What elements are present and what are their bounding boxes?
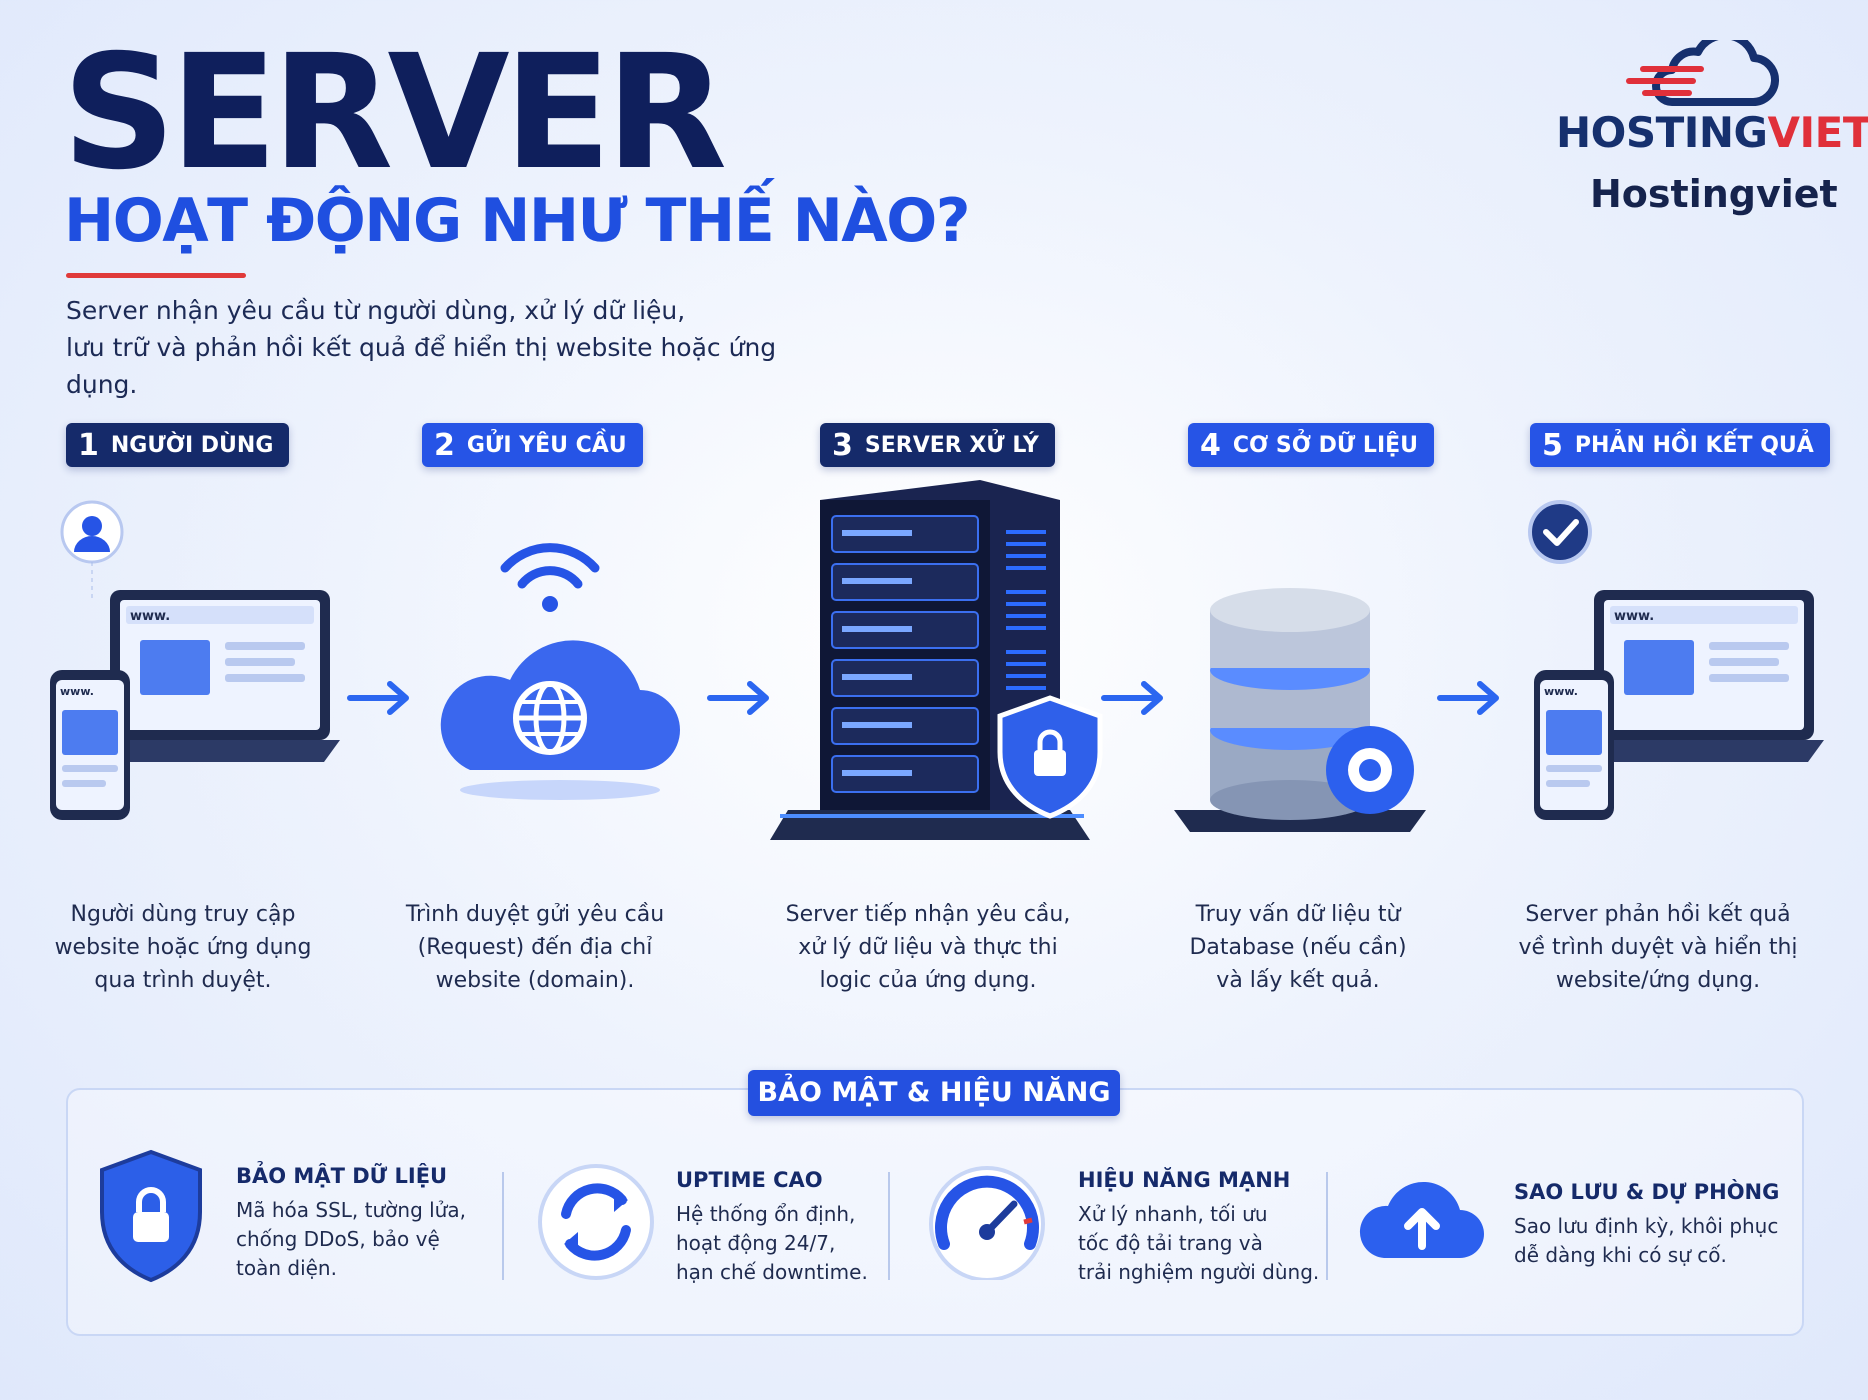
step-number: 2 — [434, 427, 455, 463]
feature-text-1: Mã hóa SSL, tường lửa, chống DDoS, bảo v… — [236, 1196, 466, 1283]
arrow-right-icon — [1437, 681, 1499, 715]
step-description-line: xử lý dữ liệu và thực thi — [798, 935, 1058, 960]
feature-text-line: hạn chế downtime. — [676, 1260, 868, 1284]
gear-icon — [1326, 726, 1414, 814]
step-description-2: Trình duyệt gửi yêu cầu (Request) đến đị… — [385, 898, 685, 997]
devices-check-icon: www. www. — [1528, 500, 1824, 820]
features-panel-title: BẢO MẬT & HIỆU NĂNG — [748, 1070, 1120, 1116]
step-label-2: 2 GỬI YÊU CẦU — [422, 423, 643, 467]
step-description-line: Trình duyệt gửi yêu cầu — [405, 902, 665, 927]
arrow-right-icon — [347, 681, 409, 715]
feature-divider — [1326, 1172, 1328, 1280]
step-number: 3 — [832, 427, 853, 463]
step-description-line: Server phản hồi kết quả — [1525, 902, 1791, 927]
feature-title-2: UPTIME CAO — [676, 1168, 823, 1192]
feature-text-4: Sao lưu định kỳ, khôi phục dễ dàng khi c… — [1514, 1212, 1778, 1270]
step-title: SERVER XỬ LÝ — [864, 432, 1039, 458]
page-title: SERVER — [62, 21, 727, 205]
feature-text-2: Hệ thống ổn định, hoạt động 24/7, hạn ch… — [676, 1200, 868, 1287]
step-description-line: Server tiếp nhận yêu cầu, — [785, 902, 1071, 927]
step-description-4: Truy vấn dữ liệu từ Database (nếu cần) v… — [1148, 898, 1448, 997]
phone-url-text: www. — [1544, 685, 1578, 698]
feature-text-line: Xử lý nhanh, tối ưu — [1078, 1202, 1268, 1226]
server-rack-icon — [770, 480, 1103, 840]
feature-text-line: Hệ thống ổn định, — [676, 1202, 856, 1226]
feature-divider — [502, 1172, 504, 1280]
feature-text-line: tốc độ tải trang và — [1078, 1231, 1263, 1255]
step-title: PHẢN HỒI KẾT QUẢ — [1574, 432, 1814, 458]
cloud-globe-icon — [440, 543, 680, 800]
step-description-line: Database (nếu cần) — [1189, 935, 1407, 960]
shield-lock-icon — [100, 1149, 202, 1283]
feature-title-1: BẢO MẬT DỮ LIỆU — [236, 1164, 448, 1188]
cloud-logo-icon — [1626, 40, 1779, 106]
arrow-right-icon — [1101, 681, 1163, 715]
brand-logo-main: HOSTING — [1556, 108, 1768, 157]
wifi-icon — [500, 543, 600, 589]
step-number: 5 — [1542, 427, 1563, 463]
step-label-1: 1 NGƯỜI DÙNG — [66, 423, 290, 467]
step-description-line: logic của ứng dụng. — [819, 968, 1037, 993]
brand-logo-text: HOSTINGVIET — [1556, 108, 1868, 157]
feature-text-line: toàn diện. — [236, 1256, 337, 1280]
step-description-line: Truy vấn dữ liệu từ — [1195, 902, 1401, 927]
step-description-line: website hoặc ứng dụng — [54, 935, 312, 960]
step-title: NGƯỜI DÙNG — [110, 432, 274, 458]
step-description-line: website/ứng dụng. — [1555, 968, 1761, 993]
step-number: 1 — [78, 427, 99, 463]
browser-url-text: www. — [130, 609, 170, 624]
step-description-1: Người dùng truy cập website hoặc ứng dụn… — [33, 898, 333, 997]
step-description-line: và lấy kết quả. — [1216, 968, 1380, 993]
step-number: 4 — [1200, 427, 1221, 463]
feature-text-line: chống DDoS, bảo vệ — [236, 1227, 440, 1251]
step-title: GỬI YÊU CẦU — [466, 432, 627, 458]
intro-line-1: Server nhận yêu cầu từ người dùng, xử lý… — [66, 296, 686, 325]
browser-url-text: www. — [1614, 609, 1654, 624]
step-label-5: 5 PHẢN HỒI KẾT QUẢ — [1530, 423, 1830, 467]
title-underline — [66, 273, 246, 278]
arrow-right-icon — [707, 681, 769, 715]
page-subtitle: HOẠT ĐỘNG NHƯ THẾ NÀO? — [64, 186, 971, 256]
step-title: CƠ SỞ DỮ LIỆU — [1232, 432, 1419, 458]
step-description-line: (Request) đến địa chỉ — [417, 935, 653, 960]
feature-text-line: dễ dàng khi có sự cố. — [1514, 1243, 1727, 1267]
step-description-3: Server tiếp nhận yêu cầu, xử lý dữ liệu … — [778, 898, 1078, 997]
intro-text: Server nhận yêu cầu từ người dùng, xử lý… — [66, 292, 846, 403]
feature-text-line: trải nghiệm người dùng. — [1078, 1260, 1320, 1284]
feature-text-line: Sao lưu định kỳ, khôi phục — [1514, 1214, 1779, 1238]
database-icon — [1174, 588, 1426, 832]
phone-url-text: www. — [60, 685, 94, 698]
speedometer-icon — [929, 1166, 1045, 1280]
brand-logo-accent: VIET — [1767, 108, 1868, 157]
step-description-line: Người dùng truy cập — [70, 902, 296, 927]
brand-name: Hostingviet — [1590, 172, 1838, 216]
feature-title-4: SAO LƯU & DỰ PHÒNG — [1514, 1180, 1780, 1204]
refresh-icon — [538, 1164, 654, 1280]
step-description-line: về trình duyệt và hiển thị — [1518, 935, 1798, 960]
step-label-3: 3 SERVER XỬ LÝ — [820, 423, 1055, 467]
step-label-4: 4 CƠ SỞ DỮ LIỆU — [1188, 423, 1435, 467]
feature-divider — [888, 1172, 890, 1280]
feature-title-3: HIỆU NĂNG MẠNH — [1078, 1168, 1291, 1192]
shield-lock-badge-icon — [997, 695, 1103, 819]
feature-text-line: Mã hóa SSL, tường lửa, — [236, 1198, 466, 1222]
step-description-line: qua trình duyệt. — [94, 968, 272, 993]
cloud-upload-icon — [1359, 1181, 1484, 1258]
intro-line-2: lưu trữ và phản hồi kết quả để hiển thị … — [66, 333, 777, 399]
step-description-line: website (domain). — [435, 968, 635, 993]
step-description-5: Server phản hồi kết quả về trình duyệt v… — [1508, 898, 1808, 997]
feature-text-3: Xử lý nhanh, tối ưu tốc độ tải trang và … — [1078, 1200, 1319, 1287]
devices-icon: www. www. — [50, 500, 340, 820]
feature-text-line: hoạt động 24/7, — [676, 1231, 836, 1255]
